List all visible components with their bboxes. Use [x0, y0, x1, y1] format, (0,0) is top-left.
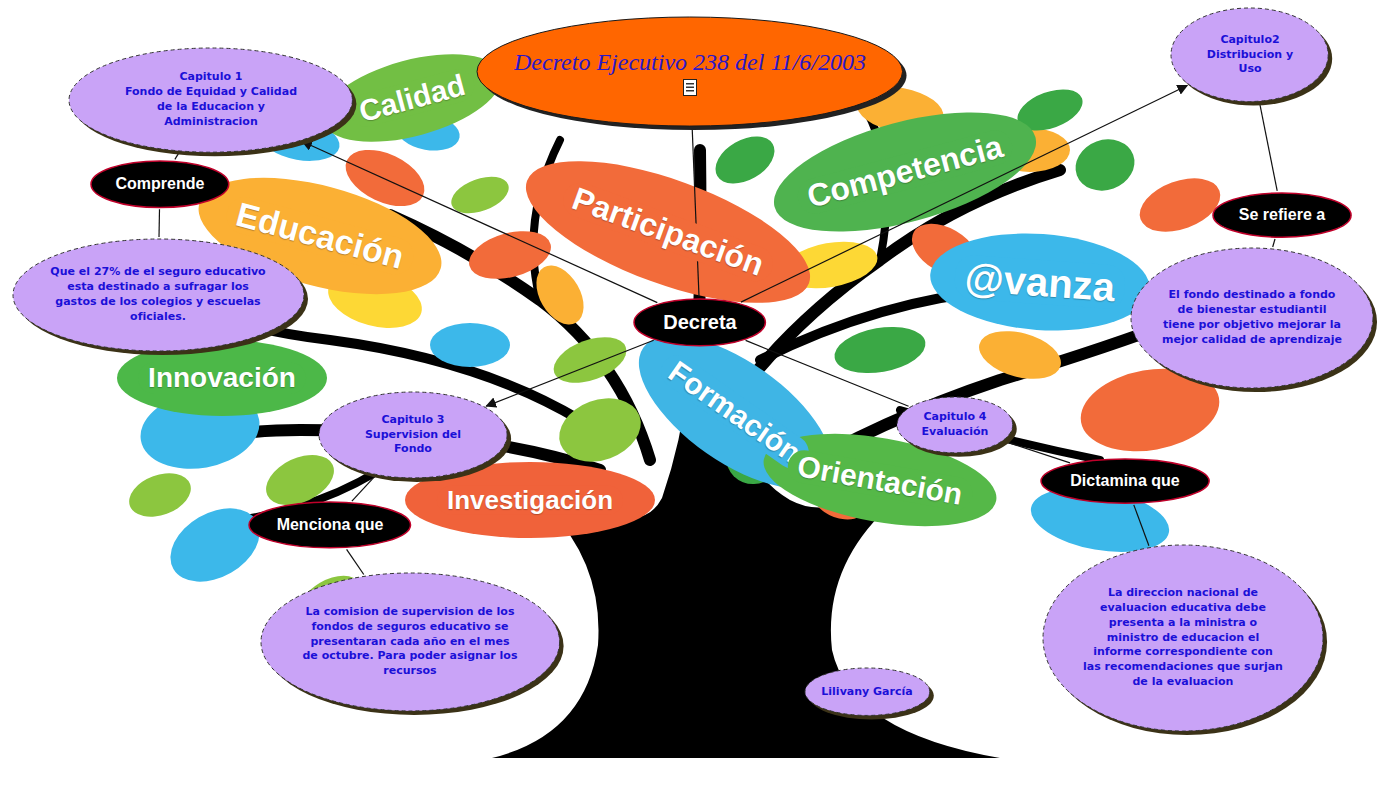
bubble-content: Que el 27% de el seguro educativo esta d… [50, 265, 267, 324]
connector [347, 549, 364, 574]
bubble-shape [319, 392, 507, 478]
bubble-shape [13, 239, 304, 351]
leaf [974, 323, 1067, 387]
node-text: Decreto Ejecutivo 238 del 11/6/2003 [514, 48, 866, 77]
bubble-shape [1131, 248, 1373, 388]
chapter-heading: Capitulo2 [1220, 33, 1279, 48]
bubble-content: Decreta [663, 310, 736, 334]
leaf [464, 223, 557, 287]
concept-bubble: Lilivany García [804, 667, 931, 716]
document-icon [683, 79, 697, 96]
bubble-content: Capitulo 3Supervision del Fondo [349, 413, 477, 458]
leaf [927, 226, 1153, 337]
concept-bubble: Capitulo 4Evaluación [896, 396, 1014, 454]
bubble-content: La comision de supervision de los fondos… [302, 605, 517, 679]
node-text: La direccion nacional de evaluacion educ… [1083, 586, 1283, 690]
bubble-shape [897, 397, 1013, 453]
bubble-shape [634, 299, 765, 346]
concept-bubble: Capitulo 1Fondo de Equidad y Calidad de … [68, 47, 353, 153]
leaf-word: Innovación [138, 363, 306, 394]
icon-page [683, 80, 696, 96]
connector [1260, 103, 1278, 190]
bubble-content: Lilivany García [821, 685, 912, 700]
bubble-content: Menciona que [277, 515, 384, 534]
chapter-heading: Capitulo 4 [923, 410, 986, 425]
connector [1005, 441, 1070, 463]
leaf [430, 323, 510, 367]
node-text: Comprende [116, 174, 205, 193]
connector [352, 476, 375, 501]
concept-bubble: Capitulo2Distribucion y Uso [1170, 7, 1329, 103]
icon-lines [686, 83, 694, 85]
leaf [831, 320, 929, 379]
bubble-content: La direccion nacional de evaluacion educ… [1083, 586, 1283, 690]
node-text: Lilivany García [821, 685, 912, 700]
concept-bubble: La direccion nacional de evaluacion educ… [1042, 544, 1324, 732]
linking-phrase: Menciona que [248, 501, 412, 549]
concept-bubble: El fondo destinado a fondo de bienestar … [1130, 247, 1374, 389]
bubble-shape [1213, 193, 1351, 237]
bubble-content: Dictamina que [1070, 471, 1179, 490]
node-text: Decreta [663, 310, 736, 334]
concept-bubble: Capitulo 3Supervision del Fondo [318, 391, 508, 479]
leaf [1132, 168, 1227, 242]
leaf [1068, 131, 1141, 199]
linking-phrase: Comprende [90, 160, 230, 209]
chapter-heading: Capitulo 3 [381, 413, 444, 428]
node-text: Evaluación [922, 425, 989, 440]
bubble-shape [1043, 545, 1323, 731]
icon-lines [686, 87, 694, 89]
bubble-content: Capitulo 4Evaluación [922, 410, 989, 440]
connector [486, 340, 653, 406]
node-text: Supervision del Fondo [349, 428, 477, 458]
leaf [547, 328, 632, 392]
connector [692, 129, 699, 297]
connector [158, 209, 160, 237]
bubble-content: Comprende [116, 174, 205, 193]
bubble-shape [249, 502, 411, 548]
chapter-heading: Capitulo 1 [179, 70, 242, 85]
bubble-shape [261, 573, 560, 711]
leaf-word-holder: Investigación [437, 486, 623, 515]
icon-lines [686, 90, 694, 92]
linking-phrase: Dictamina que [1040, 458, 1210, 504]
bubble-shape [805, 668, 930, 715]
bubble-shape [1041, 459, 1209, 503]
leaf [550, 387, 649, 472]
connector [1134, 505, 1149, 546]
bubble-content: Capitulo 1Fondo de Equidad y Calidad de … [115, 70, 306, 129]
connector [1273, 239, 1275, 247]
node-text: Menciona que [277, 515, 384, 534]
leaf-word-holder: Innovación [138, 363, 306, 394]
node-text: Fondo de Equidad y Calidad de la Educaci… [115, 85, 306, 130]
linking-phrase: Se refiere a [1212, 192, 1352, 238]
bubble-content: Se refiere a [1239, 205, 1325, 224]
node-text: Que el 27% de el seguro educativo esta d… [50, 265, 267, 324]
connector [746, 340, 909, 406]
bubble-shape [477, 17, 903, 126]
linking-phrase: Decreta [633, 298, 766, 347]
concept-bubble: La comision de supervision de los fondos… [260, 572, 561, 712]
bubble-content: El fondo destinado a fondo de bienestar … [1162, 288, 1343, 347]
concept-bubble: Que el 27% de el seguro educativo esta d… [12, 238, 305, 352]
node-text: Se refiere a [1239, 205, 1325, 224]
leaf [707, 127, 782, 194]
bubble-shape [91, 161, 229, 208]
node-text: Distribucion y Uso [1194, 48, 1305, 78]
leaf-word: Investigación [437, 486, 623, 515]
leaf [446, 170, 513, 221]
bubble-content: Capitulo2Distribucion y Uso [1194, 33, 1305, 78]
node-text: La comision de supervision de los fondos… [302, 605, 517, 679]
node-text: El fondo destinado a fondo de bienestar … [1162, 288, 1343, 347]
bubble-content: Decreto Ejecutivo 238 del 11/6/2003 [514, 48, 866, 97]
leaf [123, 465, 197, 524]
node-text: Dictamina que [1070, 471, 1179, 490]
bubble-shape [69, 48, 352, 152]
leaf [157, 493, 272, 596]
main-concept: Decreto Ejecutivo 238 del 11/6/2003 [476, 16, 904, 127]
bubble-shape [1171, 8, 1328, 102]
